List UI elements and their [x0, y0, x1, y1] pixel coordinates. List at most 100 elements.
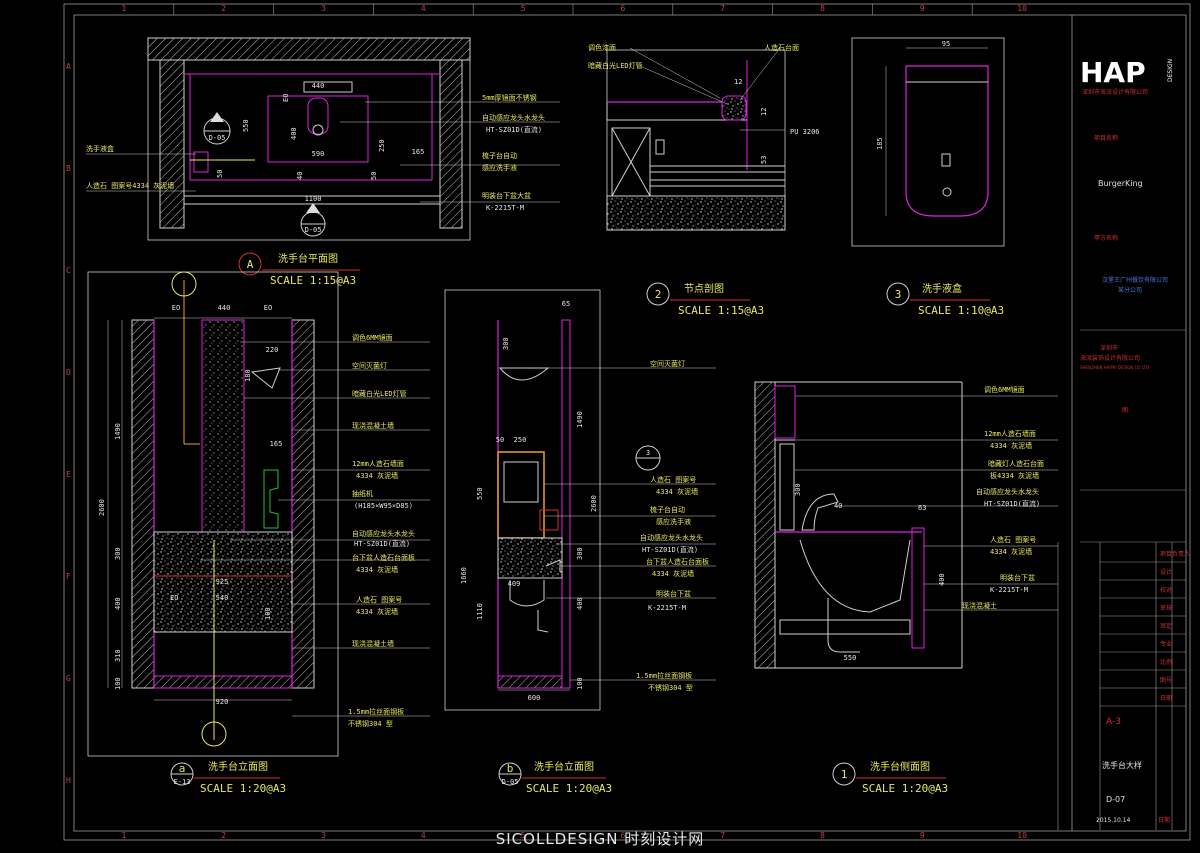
- elev-b-dim-250: 250: [514, 436, 527, 444]
- grid-column-label: 3: [321, 4, 326, 13]
- design-company-en: SHENZHEN HAIPAI DESIGN CO LTD: [1080, 365, 1149, 370]
- grid-column-label: 2: [221, 4, 226, 13]
- elev-a-dim-300: 300: [114, 547, 122, 560]
- watermark: SICOLLDESIGN 时刻设计网: [495, 830, 705, 848]
- side-dim-400: 400: [938, 573, 946, 586]
- grid-column-label: 8: [820, 831, 825, 840]
- title-block-row-label: 项目负责人: [1160, 550, 1190, 558]
- date-label: 日期: [1158, 816, 1170, 824]
- design-company: 海派装饰设计有限公司: [1080, 354, 1140, 362]
- grid-column-label: 9: [920, 4, 925, 13]
- elev-a-label-r5: 12mm人造石墙面: [352, 459, 404, 468]
- plan-dim-550: 550: [242, 119, 250, 132]
- grid-row-label: E: [66, 470, 71, 479]
- grid-column-label: 6: [620, 831, 625, 840]
- grid-column-label: 7: [720, 831, 725, 840]
- elev-a-dim-100b: 100: [264, 607, 272, 620]
- side-label-r9: 4334 灰泥墙: [990, 547, 1032, 556]
- elev-a-label-r8: (H185×W95×D85): [354, 502, 413, 510]
- side-label-r5: 板4334 灰泥墙: [990, 471, 1039, 480]
- plan-dim-40: 40: [296, 172, 304, 180]
- elev-a-label-r6: 4334 灰泥墙: [356, 471, 398, 480]
- side-label-r3: 4334 灰泥墙: [990, 441, 1032, 450]
- elev-b-sub: D-05: [502, 778, 519, 786]
- elev-b-marker: b: [507, 762, 514, 775]
- elev-a-dim-310: 310: [114, 649, 122, 662]
- elev-a-label-r11: 台下盆人造石台面板: [352, 553, 415, 562]
- grid-column-label: 10: [1017, 4, 1027, 13]
- elev-a-dim-2600: 2600: [98, 499, 106, 516]
- elevation-a-view: 440 EO EO 220 180 165 1490 2600 300 400 …: [87, 271, 430, 757]
- elev-b-dim-1110: 1110: [476, 603, 484, 620]
- side-label-r8: 人造石 图案号: [990, 535, 1036, 544]
- elev-b-label-r8: 台下盆人造石台面板: [646, 557, 709, 566]
- grid-row-label: C: [66, 266, 71, 275]
- elev-b-label-r10: 明装台下盆: [656, 589, 691, 598]
- elev-b-dim-409: 409: [508, 580, 521, 588]
- sheet-frame: [63, 3, 1191, 841]
- elev-a-view-scale: SCALE 1:20@A3: [200, 782, 286, 795]
- elev-a-label-r1: 调色6MM镜面: [352, 333, 393, 342]
- plan-label-r3: HT-SZ01D(直流): [486, 125, 542, 134]
- elev-b-label-r9: 4334 灰泥墙: [652, 569, 694, 578]
- plan-label-r2: 自动感应龙头水龙头: [482, 113, 545, 122]
- grid-column-label: 4: [421, 831, 426, 840]
- client-name: 汉堡王广州餐饮有限公司: [1102, 276, 1168, 284]
- elev-a-label-r3: 暗藏白光LED灯管: [352, 389, 407, 398]
- elev-b-dim-50: 50: [496, 436, 504, 444]
- elev-a-dim-925: 925: [216, 578, 229, 586]
- elev-a-label-r16: 1.5mm拉丝面钢板: [348, 707, 404, 716]
- elevation-b-view: 65 300 1490 2600 50 250 550 1660 1110 40…: [444, 289, 716, 711]
- section-label-l2: 暗藏白光LED灯管: [588, 61, 643, 70]
- elev-a-label-r7: 抽纸机: [352, 489, 373, 498]
- client-label: 甲方名称: [1094, 234, 1118, 242]
- section-detail-view: 调色漆面 暗藏白光LED灯管 人造石台面 PU 3206 12 12 53: [588, 43, 820, 231]
- plan-dim-165: 165: [412, 148, 425, 156]
- title-block: HAP DESIGN 深圳市海派设计有限公司 项目名称 BurgerKing 甲…: [1057, 56, 1190, 830]
- elev-b-view-scale: SCALE 1:20@A3: [526, 782, 612, 795]
- elev-b-dim-550: 550: [476, 487, 484, 500]
- plan-dim-50b: 50: [216, 170, 224, 178]
- section-dim-12a: 12: [734, 78, 742, 86]
- elev-a-label-r10: HT-SZ01D(直流): [354, 539, 410, 548]
- elev-a-dim-eo1: EO: [172, 304, 180, 312]
- grid-column-label: 1: [121, 831, 126, 840]
- grid-column-label: 7: [720, 4, 725, 13]
- elev-b-label-r1: 空间灭菌灯: [650, 359, 685, 368]
- elev-a-marker: a: [179, 762, 186, 775]
- title-block-row-label: 设计: [1160, 568, 1172, 576]
- elev-a-label-r9: 自动感应龙头水龙头: [352, 529, 415, 538]
- title-block-row-label: 审核: [1160, 604, 1172, 612]
- title-block-row-label: 审定: [1160, 622, 1172, 630]
- grid-row-label: B: [66, 164, 71, 173]
- side-label-r11: K-2215T-M: [990, 586, 1028, 594]
- dispenser-view: 95 185: [851, 37, 1005, 247]
- elev-a-label-r4: 现浇混凝土墙: [352, 421, 394, 430]
- side-dim-63: 63: [918, 504, 926, 512]
- section-label-l3: 人造石台面: [764, 43, 799, 52]
- elev-a-view-title: 洗手台立面图: [208, 760, 268, 773]
- dispenser-dim-h: 185: [876, 137, 884, 150]
- grid-column-label: 5: [521, 4, 526, 13]
- design-label: 深圳市: [1100, 344, 1118, 352]
- side-view-title: 1 洗手台侧面图 SCALE 1:20@A3: [832, 760, 948, 795]
- elev-a-dim-1490: 1490: [114, 423, 122, 440]
- plan-label-r7: K-2215T-M: [486, 204, 524, 212]
- elev-a-label-r12: 4334 灰泥墙: [356, 565, 398, 574]
- plan-callout-bottom: D-05: [305, 226, 322, 234]
- side-label-r6: 自动感应龙头水龙头: [976, 487, 1039, 496]
- plan-dim-440: 440: [312, 82, 325, 90]
- elev-a-label-r2: 空间灭菌灯: [352, 361, 387, 370]
- hap-logo-sub: DESIGN: [1167, 59, 1174, 82]
- title-block-row-label: 日期: [1160, 694, 1172, 702]
- plan-label-r5: 感应洗手液: [482, 163, 517, 172]
- elev-b-label-r6: 自动感应龙头水龙头: [640, 533, 703, 542]
- elev-b-dim-2600: 2600: [590, 495, 598, 512]
- elev-b-label-r11: K-2215T-M: [648, 604, 686, 612]
- title-block-row-label: 专业: [1160, 640, 1172, 648]
- grid-column-label: 1: [121, 4, 126, 13]
- grid-column-label: 3: [321, 831, 326, 840]
- side-marker: 1: [841, 768, 848, 781]
- section-view-scale: SCALE 1:15@A3: [678, 304, 764, 317]
